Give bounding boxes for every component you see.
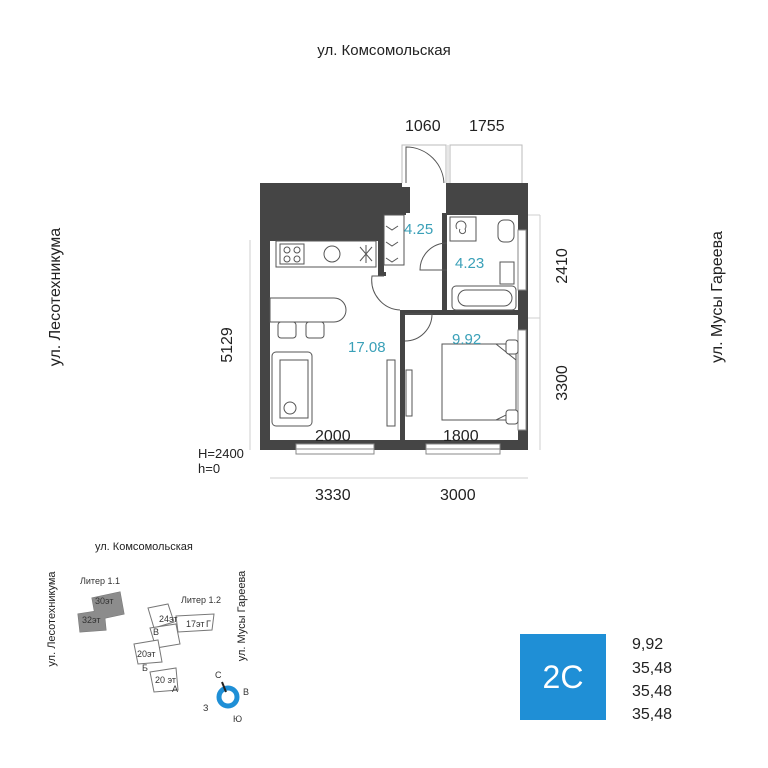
site-street-top: ул. Комсомольская	[95, 541, 193, 553]
site-floors-24: 24эт	[159, 614, 178, 624]
site-block-b: Б	[142, 663, 148, 673]
dim-right-upper: 2410	[553, 248, 571, 284]
area-value: 35,48	[632, 660, 673, 677]
dim-bottom-right: 3000	[440, 487, 476, 504]
apartment-type-badge: 2С	[520, 634, 606, 720]
site-floors-17: 17эт	[186, 619, 205, 629]
compass-north: С	[215, 670, 222, 680]
site-liter-11: Литер 1.1	[80, 576, 120, 586]
site-floors-32: 32эт	[82, 615, 101, 625]
apartment-type-label: 2С	[542, 658, 584, 695]
dim-inner-right: 1800	[443, 428, 479, 445]
room-area-bedroom: 9.92	[452, 331, 482, 348]
dim-inner-left: 2000	[315, 428, 351, 445]
dim-left-height: 5129	[218, 327, 236, 363]
site-floors-20b: 20 эт	[155, 675, 177, 685]
compass-west: З	[203, 703, 209, 713]
dim-right-lower: 3300	[553, 365, 571, 401]
site-block-a: А	[172, 684, 179, 694]
site-floors-20a: 20эт	[137, 649, 156, 659]
area-value: 35,48	[632, 706, 673, 723]
site-street-left: ул. Лесотехникума	[46, 571, 58, 667]
dim-bottom-left: 3330	[315, 487, 351, 504]
compass-east: В	[243, 687, 250, 697]
dim-top-a: 1060	[405, 118, 441, 135]
site-street-right: ул. Мусы Гареева	[236, 570, 248, 662]
room-area-bath: 4.23	[455, 255, 485, 272]
site-floors-30: 30эт	[95, 596, 114, 606]
ceiling-height: H=2400	[198, 446, 244, 461]
street-top-label: ул. Комсомольская	[317, 42, 451, 59]
site-block-v: В	[153, 627, 160, 637]
compass-south: Ю	[233, 714, 243, 724]
area-value: 35,48	[632, 683, 673, 700]
room-area-living: 17.08	[348, 339, 386, 356]
area-value: 9,92	[632, 636, 664, 653]
dim-top-b: 1755	[469, 118, 505, 135]
room-area-hall: 4.25	[404, 221, 434, 238]
site-liter-12: Литер 1.2	[181, 595, 221, 605]
site-block-g: Г	[206, 619, 211, 629]
floor-height: h=0	[198, 461, 221, 476]
